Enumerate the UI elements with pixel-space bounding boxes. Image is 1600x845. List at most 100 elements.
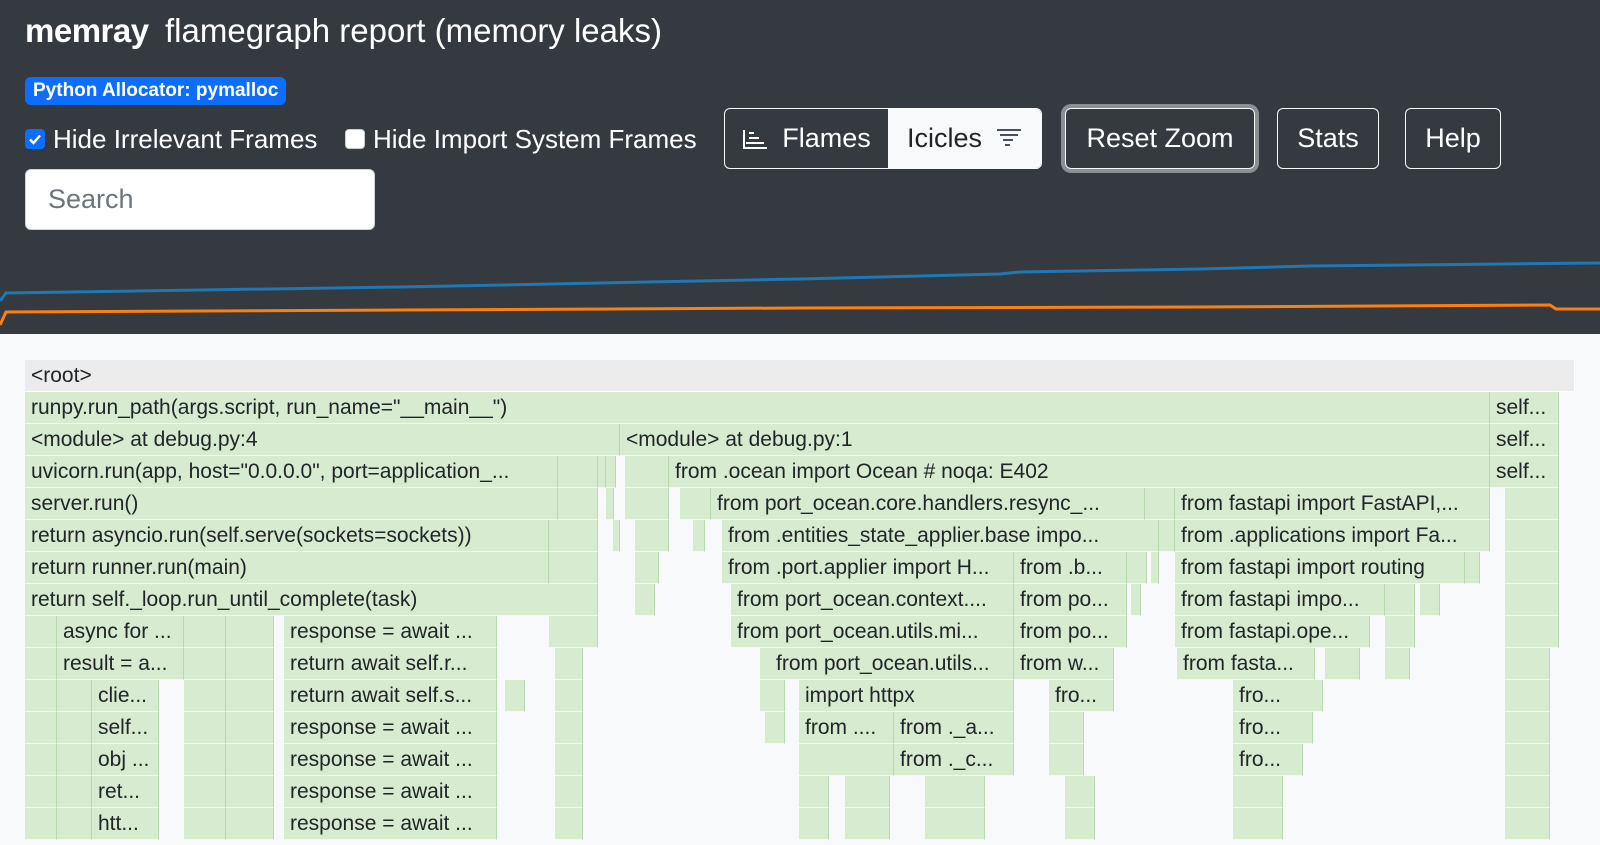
frame-slice[interactable] xyxy=(226,616,274,648)
frame-from-dots[interactable]: from .... xyxy=(799,712,894,744)
frame-slice[interactable] xyxy=(549,616,598,648)
frame-slice[interactable] xyxy=(25,616,57,648)
brand-logo[interactable]: memray xyxy=(25,12,149,49)
frame-slice[interactable] xyxy=(1505,584,1559,616)
frame-slice[interactable] xyxy=(613,520,620,552)
frame-slice[interactable] xyxy=(1049,744,1084,776)
frame-slice[interactable] xyxy=(555,776,583,808)
frame-clie[interactable]: clie... xyxy=(92,680,159,712)
frame-slice[interactable] xyxy=(226,776,274,808)
frame-slice[interactable] xyxy=(1159,520,1175,552)
frame-response-await-3[interactable]: response = await ... xyxy=(284,744,497,776)
frame-slice[interactable] xyxy=(25,680,57,712)
frame-slice[interactable] xyxy=(799,776,829,808)
frame-fro-2[interactable]: fro... xyxy=(1233,680,1323,712)
frame-from-a[interactable]: from ._a... xyxy=(894,712,1014,744)
reset-zoom-button[interactable]: Reset Zoom xyxy=(1065,108,1255,169)
frame-slice[interactable] xyxy=(1505,552,1559,584)
frame-slice[interactable] xyxy=(1233,776,1283,808)
frame-slice[interactable] xyxy=(760,680,785,712)
frame-runner-run[interactable]: return runner.run(main) xyxy=(25,552,549,584)
frame-slice[interactable] xyxy=(558,488,598,520)
frame-ret[interactable]: ret... xyxy=(92,776,159,808)
frame-slice[interactable] xyxy=(845,808,890,840)
checkbox-checked-icon[interactable] xyxy=(25,129,45,149)
frame-slice[interactable] xyxy=(226,744,274,776)
frame-obj[interactable]: obj ... xyxy=(92,744,159,776)
frame-loop-run[interactable]: return self._loop.run_until_complete(tas… xyxy=(25,584,598,616)
frame-slice[interactable] xyxy=(925,776,985,808)
frame-htt[interactable]: htt... xyxy=(92,808,159,840)
frame-slice[interactable] xyxy=(1385,616,1415,648)
frame-slice[interactable] xyxy=(57,680,92,712)
frame-root[interactable]: <root> xyxy=(25,360,1575,392)
frame-slice[interactable] xyxy=(598,456,606,488)
frame-slice[interactable] xyxy=(1325,648,1360,680)
frame-slice[interactable] xyxy=(799,744,894,776)
frame-slice[interactable] xyxy=(184,648,226,680)
frame-slice[interactable] xyxy=(693,520,705,552)
frame-port-ocean-utils-mi[interactable]: from port_ocean.utils.mi... xyxy=(731,616,1014,648)
frame-slice[interactable] xyxy=(25,744,57,776)
frame-module-debug-1[interactable]: <module> at debug.py:1 xyxy=(620,424,1490,456)
frame-slice[interactable] xyxy=(184,744,226,776)
frame-slice[interactable] xyxy=(635,584,655,616)
frame-slice[interactable] xyxy=(57,712,92,744)
frame-slice[interactable] xyxy=(558,456,598,488)
frame-slice[interactable] xyxy=(625,456,669,488)
frame-slice[interactable] xyxy=(925,808,985,840)
frame-fastapi-import[interactable]: from fastapi import FastAPI,... xyxy=(1175,488,1490,520)
frame-fastapi-routing[interactable]: from fastapi import routing xyxy=(1175,552,1465,584)
frame-slice[interactable] xyxy=(1065,808,1095,840)
frame-slice[interactable] xyxy=(1505,648,1550,680)
frame-slice[interactable] xyxy=(555,712,583,744)
frame-response-await-5[interactable]: response = await ... xyxy=(284,808,497,840)
frame-slice[interactable] xyxy=(1385,584,1415,616)
frame-slice[interactable] xyxy=(1505,712,1550,744)
frame-slice[interactable] xyxy=(635,520,669,552)
frame-slice[interactable] xyxy=(1505,616,1559,648)
frame-slice[interactable] xyxy=(1065,776,1095,808)
help-button[interactable]: Help xyxy=(1405,108,1501,169)
frame-self-3[interactable]: self... xyxy=(1490,456,1559,488)
frame-import-httpx[interactable]: import httpx xyxy=(799,680,1014,712)
frame-slice[interactable] xyxy=(1465,552,1480,584)
frame-fro-3[interactable]: fro... xyxy=(1233,712,1313,744)
frame-slice[interactable] xyxy=(549,552,598,584)
frame-server-run[interactable]: server.run() xyxy=(25,488,558,520)
frame-slice[interactable] xyxy=(765,712,785,744)
frame-slice[interactable] xyxy=(184,808,226,840)
checkbox-unchecked-icon[interactable] xyxy=(345,129,365,149)
hide-irrelevant-frames-checkbox[interactable]: Hide Irrelevant Frames xyxy=(25,122,317,156)
frame-port-applier[interactable]: from .port.applier import H... xyxy=(722,552,1014,584)
frame-fro-1[interactable]: fro... xyxy=(1049,680,1114,712)
frame-return-await-r[interactable]: return await self.r... xyxy=(284,648,497,680)
frame-slice[interactable] xyxy=(1131,584,1141,616)
frame-slice[interactable] xyxy=(25,712,57,744)
frame-slice[interactable] xyxy=(1505,808,1550,840)
frame-from-fasta[interactable]: from fasta... xyxy=(1177,648,1315,680)
flames-button[interactable]: Flames xyxy=(725,109,888,168)
frame-slice[interactable] xyxy=(1505,680,1550,712)
frame-response-await-1[interactable]: response = await ... xyxy=(284,616,497,648)
frame-slice[interactable] xyxy=(1505,744,1550,776)
frame-slice[interactable] xyxy=(1385,648,1410,680)
frame-from-w[interactable]: from w... xyxy=(1014,648,1114,680)
frame-from-po-1[interactable]: from po... xyxy=(1014,584,1127,616)
frame-slice[interactable] xyxy=(25,808,57,840)
frame-from-b[interactable]: from .b... xyxy=(1014,552,1127,584)
memory-timeline-chart[interactable] xyxy=(0,255,1600,334)
frame-slice[interactable] xyxy=(1233,808,1283,840)
frame-self-1[interactable]: self... xyxy=(1490,392,1559,424)
frame-slice[interactable] xyxy=(25,776,57,808)
frame-slice[interactable] xyxy=(184,616,226,648)
frame-asyncio-run[interactable]: return asyncio.run(self.serve(sockets=so… xyxy=(25,520,549,552)
frame-slice[interactable] xyxy=(1127,552,1147,584)
frame-ocean-import[interactable]: from .ocean import Ocean # noqa: E402 xyxy=(669,456,1490,488)
frame-result-a[interactable]: result = a... xyxy=(57,648,184,680)
frame-slice[interactable] xyxy=(57,744,92,776)
frame-self-2[interactable]: self... xyxy=(1490,424,1559,456)
frame-slice[interactable] xyxy=(680,488,711,520)
frame-slice[interactable] xyxy=(1151,552,1159,584)
icicles-button[interactable]: Icicles xyxy=(887,109,1041,168)
